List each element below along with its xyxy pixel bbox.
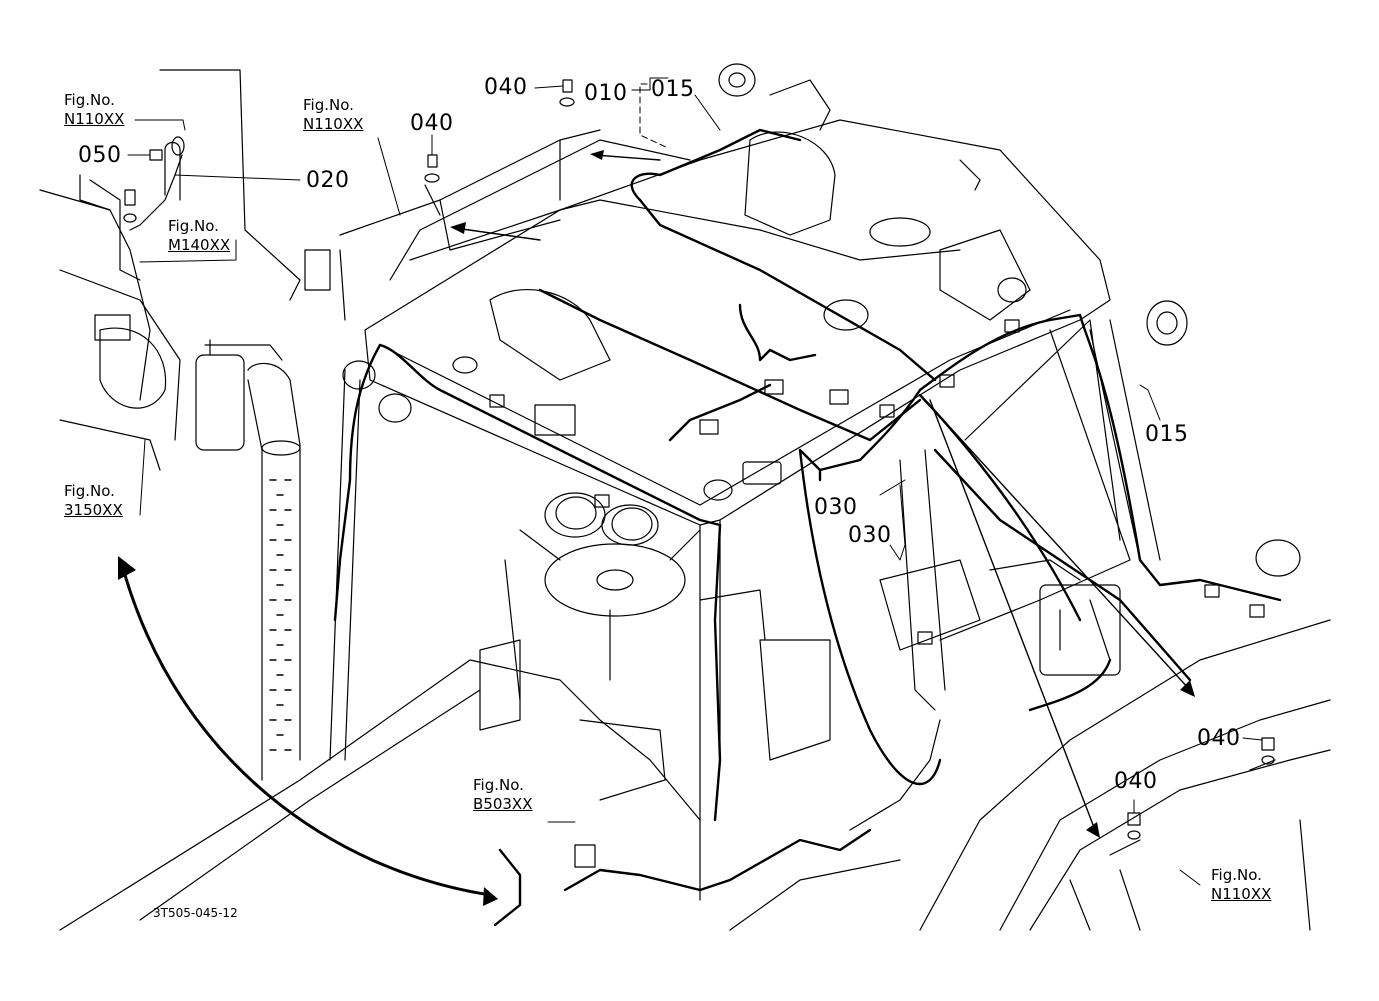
upper-left-bracket [39,69,301,471]
bolts-and-ground-points [123,79,1276,856]
fig-ref-b503xx: Fig.No. B503XX [473,776,532,814]
leader-lines [127,77,1263,886]
part-number-020: 020 [306,168,350,193]
exhaust-pipe [247,362,301,781]
upper-frame [304,129,981,321]
fig-ref-m140xx: Fig.No. M140XX [168,217,230,255]
exhaust-perforation [269,479,292,751]
fig-ref-n110xx: Fig.No. N110XX [64,91,124,129]
fig-ref-number: B503XX [473,795,533,813]
part-number-010: 010 [584,81,628,106]
fig-ref-3150xx: Fig.No. 3150XX [64,482,123,520]
fig-ref-label: Fig.No. [1211,866,1262,884]
part-number-040: 040 [484,75,528,100]
arrow-heads [118,150,1195,906]
reference-arrows [123,154,1191,897]
part-number-030: 030 [814,495,858,520]
part-number-040: 040 [410,111,454,136]
fig-ref-n110xx: Fig.No. N110XX [303,96,363,134]
fig-ref-number: 3150XX [64,501,123,519]
part-number-040: 040 [1114,769,1158,794]
fender-outlines [59,619,1331,931]
part-number-030: 030 [848,523,892,548]
fig-ref-label: Fig.No. [64,482,115,500]
part-number-015: 015 [1145,422,1189,447]
fig-ref-label: Fig.No. [64,91,115,109]
fig-ref-label: Fig.No. [168,217,219,235]
fig-ref-number: N110XX [303,115,364,133]
fig-ref-label: Fig.No. [303,96,354,114]
cab-interior [479,492,1121,761]
part-number-050: 050 [78,143,122,168]
cab-roof [364,119,1111,901]
fig-ref-number: M140XX [168,236,231,254]
fig-ref-n110xx: Fig.No. N110XX [1211,866,1271,904]
fig-ref-number: N110XX [64,110,125,128]
part-number-015: 015 [651,77,695,102]
fig-ref-label: Fig.No. [473,776,524,794]
side-mirror [195,339,283,451]
part-number-040: 040 [1197,726,1241,751]
fig-ref-number: N110XX [1211,885,1272,903]
roof-components [342,63,1301,868]
drawing-code: 3T505-045-12 [153,906,238,920]
cab-pillars [329,319,1161,761]
